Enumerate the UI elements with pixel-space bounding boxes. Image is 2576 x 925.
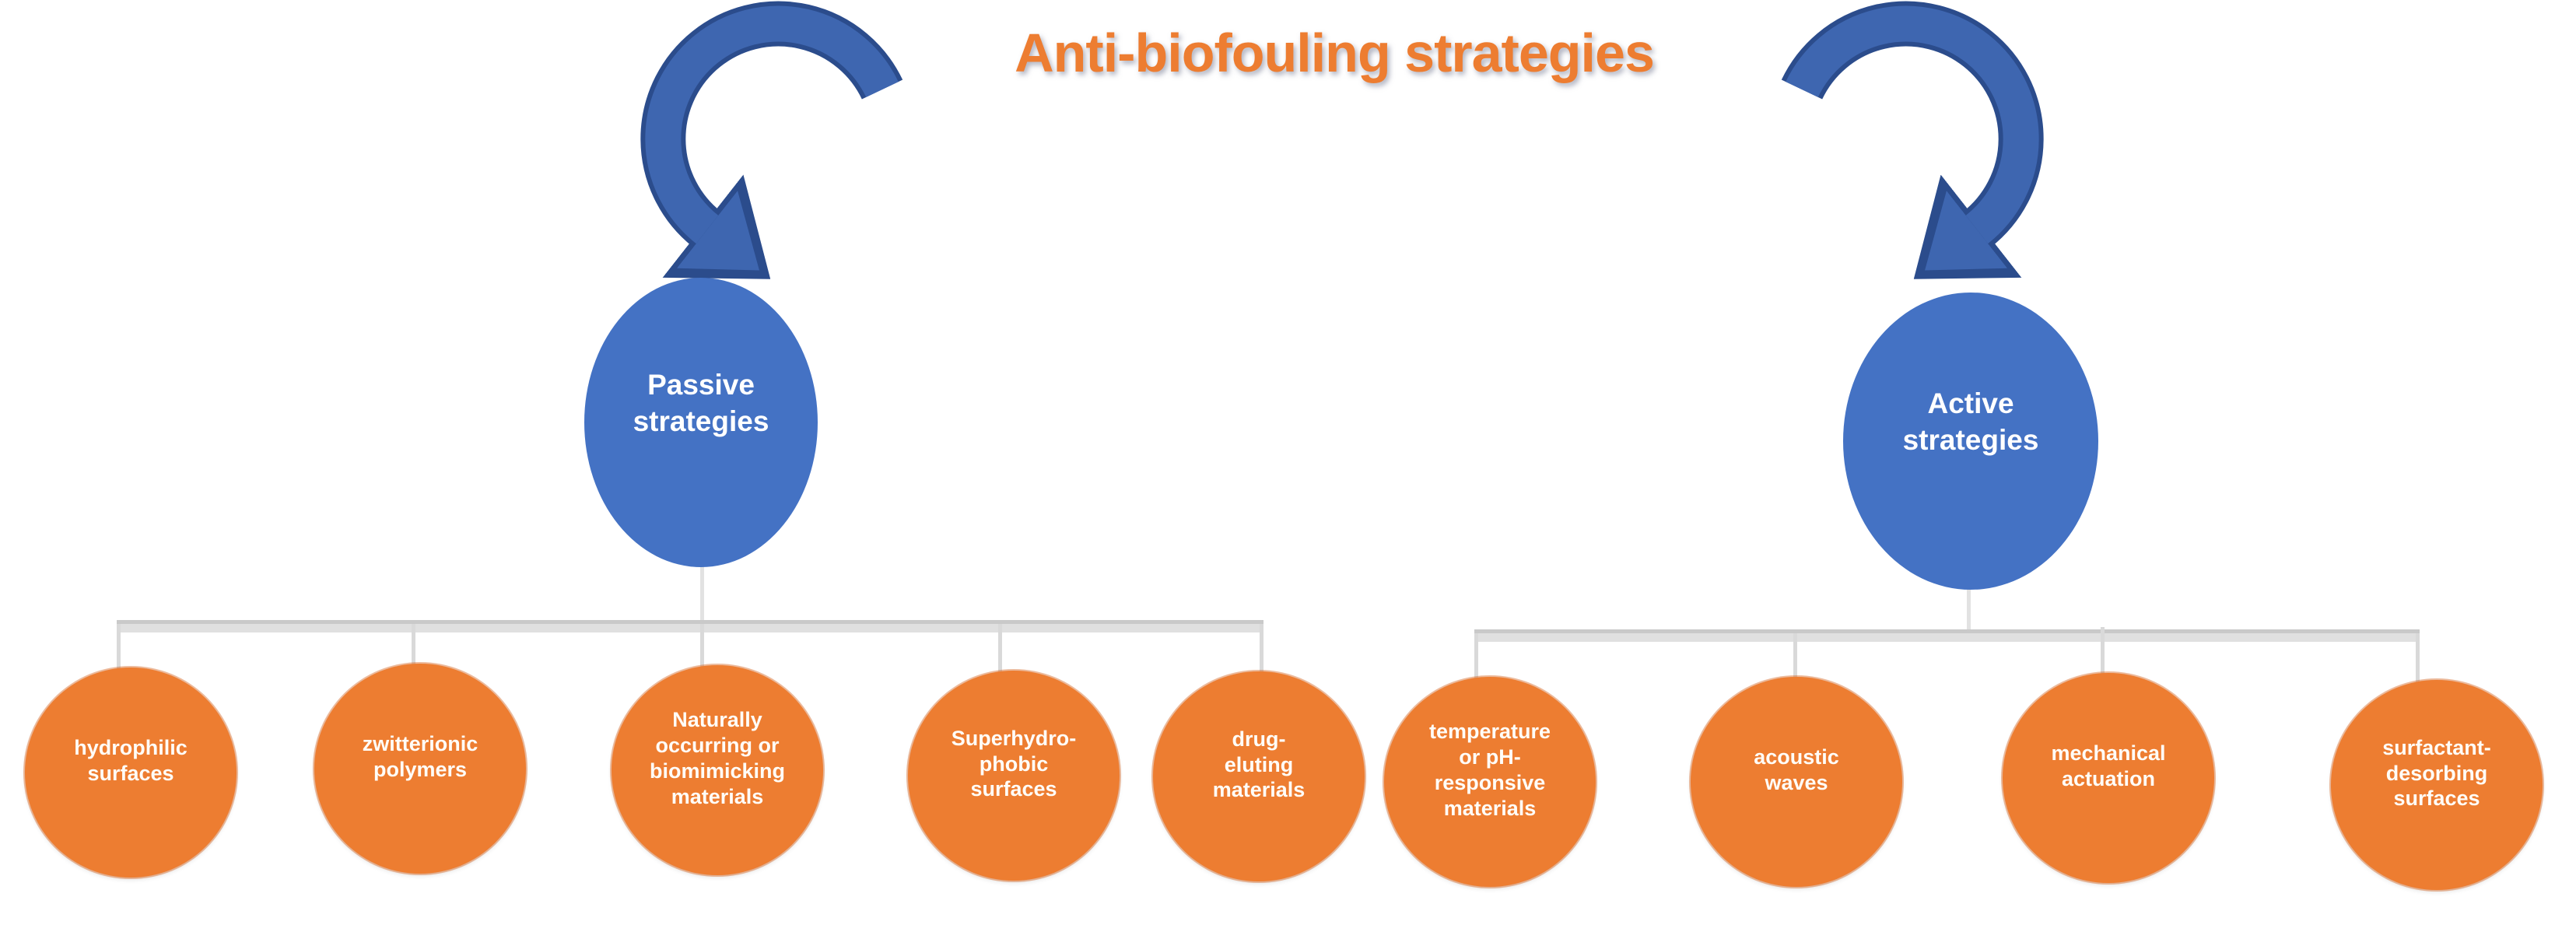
node-drug-eluting-materials: drug- eluting materials	[1153, 671, 1365, 881]
node-zwitterionic-polymers: zwitterionic polymers	[314, 664, 526, 874]
passive-strategies-label: Passive strategies	[633, 368, 769, 437]
node-label: Superhydro- phobic surfaces	[951, 726, 1077, 801]
passive-connector-tree	[117, 565, 1263, 680]
node-acoustic-waves: acoustic waves	[1691, 677, 1902, 887]
node-label: hydrophilic surfaces	[74, 736, 188, 785]
node-label: mechanical actuation	[2051, 741, 2166, 790]
right-curved-arrow-icon	[1781, 1, 2044, 279]
passive-strategies-node: Passive strategies	[584, 278, 818, 567]
node-label: zwitterionic polymers	[362, 732, 478, 781]
node-hydrophilic-surfaces: hydrophilic surfaces	[25, 667, 237, 878]
node-label: Naturally occurring or biomimicking mate…	[649, 708, 786, 808]
node-label: temperature or pH- responsive materials	[1428, 720, 1551, 820]
node-mechanical-actuation: mechanical actuation	[2003, 673, 2214, 883]
node-surfactant-desorbing-surfaces: surfactant- desorbing surfaces	[2331, 680, 2543, 890]
node-label: drug- eluting materials	[1212, 727, 1306, 802]
active-connector-tree	[1474, 587, 2420, 688]
node-naturally-occurring-biomimicking-materials: Naturally occurring or biomimicking mate…	[612, 665, 823, 875]
diagram-title: Anti-biofouling strategies	[1015, 23, 1655, 83]
node-label: surfactant- desorbing surfaces	[2382, 735, 2491, 811]
node-temperature-ph-responsive-materials: temperature or pH- responsive materials	[1384, 677, 1596, 887]
active-strategies-node: Active strategies	[1843, 293, 2098, 590]
active-strategies-label: Active strategies	[1902, 387, 2039, 456]
node-label: acoustic waves	[1754, 745, 1839, 794]
left-curved-arrow-icon	[640, 1, 903, 279]
node-superhydrophobic-surfaces: Superhydro- phobic surfaces	[908, 671, 1120, 881]
